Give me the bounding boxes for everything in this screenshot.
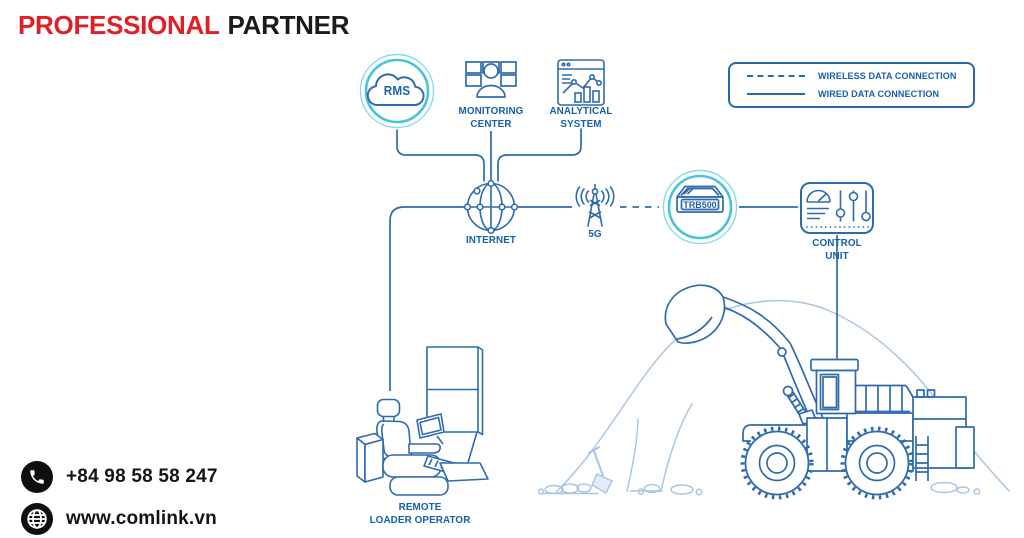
- loader-ladder: [915, 436, 929, 481]
- control-unit-icon: [800, 182, 874, 234]
- monitoring-center-label: MONITORING CENTER: [458, 105, 524, 131]
- connector-lines: [389, 128, 838, 391]
- loader-boom-and-bucket: [664, 284, 824, 425]
- loader-rear-wheel: [840, 426, 914, 500]
- monitoring-center-icon: [465, 61, 517, 98]
- remote-operator-label: REMOTE LOADER OPERATOR: [369, 501, 471, 527]
- loader-bucket: [664, 284, 726, 344]
- legend-box: WIRELESS DATA CONNECTION WIRED DATA CONN…: [728, 62, 975, 108]
- dashed-line-sample: [747, 75, 805, 77]
- internet-label: INTERNET: [465, 234, 517, 246]
- rms-to-internet-line: [396, 129, 485, 182]
- internet-globe-icon: [463, 179, 519, 235]
- phone-number-text: +84 98 58 58 247: [66, 466, 218, 487]
- operator-station-illustration: [356, 346, 489, 496]
- phone-icon: [21, 461, 53, 493]
- loader-front-wheel: [740, 426, 814, 500]
- brand-second-word: PARTNER: [227, 10, 350, 40]
- wheel-loader-illustration: [664, 284, 975, 500]
- solid-line-sample: [747, 93, 805, 95]
- operator-control-screen: [416, 413, 445, 445]
- legend-wired-row: WIRED DATA CONNECTION: [747, 89, 973, 100]
- rms-label: RMS: [383, 84, 411, 98]
- internet-to-operator-line: [389, 206, 467, 391]
- website-globe-icon: [21, 503, 53, 535]
- legend-wireless-label: WIRELESS DATA CONNECTION: [818, 70, 957, 82]
- website-contact-row: www.comlink.vn: [21, 503, 217, 535]
- analytical-system-label: ANALYTICAL SYSTEM: [549, 105, 613, 131]
- phone-contact-row: +84 98 58 58 247: [21, 461, 218, 493]
- loader-handrail: [856, 384, 910, 413]
- control-unit-label: CONTROL UNIT: [812, 237, 862, 263]
- operator-chair: [356, 398, 449, 496]
- operator-floor-plate: [439, 462, 489, 482]
- trb500-router-icon: [662, 169, 738, 245]
- shovel-icon: [588, 446, 614, 495]
- loader-cab-roof: [810, 358, 859, 372]
- analytical-to-internet-line: [497, 128, 582, 182]
- legend-wired-label: WIRED DATA CONNECTION: [818, 88, 940, 100]
- website-text: www.comlink.vn: [66, 508, 217, 529]
- trb500-label: TRB500: [683, 200, 717, 211]
- legend-wireless-row: WIRELESS DATA CONNECTION: [747, 71, 973, 82]
- analytical-system-icon: [557, 59, 605, 106]
- five-g-tower-icon: [575, 183, 615, 227]
- brand-first-word: PROFESSIONAL: [18, 10, 220, 40]
- rms-cloud-icon: [359, 53, 435, 129]
- five-g-label: 5G: [588, 228, 602, 240]
- rocks: [537, 481, 981, 496]
